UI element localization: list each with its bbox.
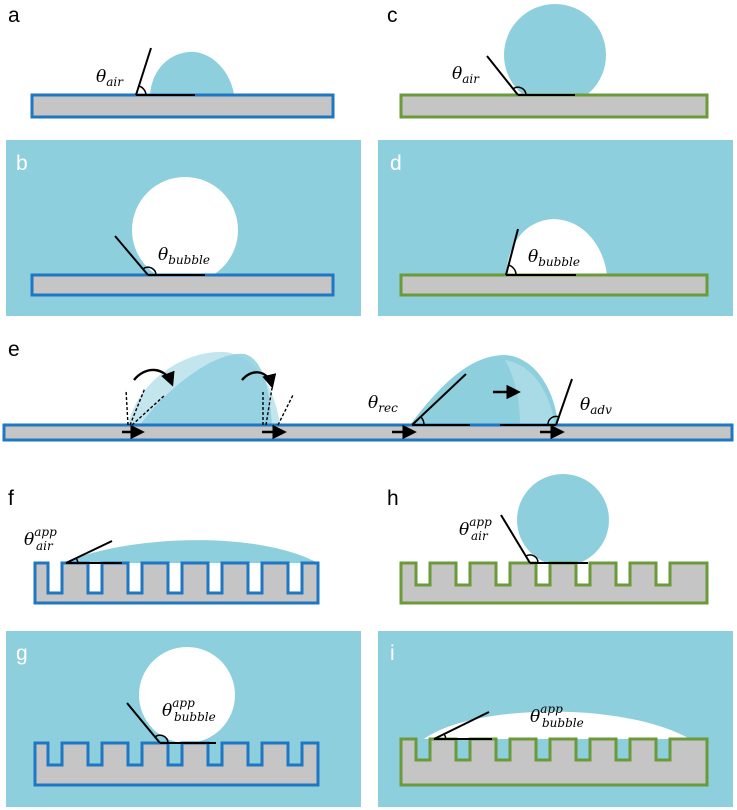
dashed-tangent [131, 394, 166, 426]
tangent-line [114, 235, 149, 276]
theta-symbol: θ [459, 520, 469, 540]
theta-symbol: θ [162, 701, 172, 721]
theta-subscript: air [36, 539, 54, 553]
hydrophilic-substrate [2, 423, 734, 442]
dashed-tangent [129, 387, 146, 426]
theta-air-label: θair [452, 64, 480, 86]
panel-letter-b: b [16, 152, 28, 175]
theta-superscript: app [172, 696, 195, 710]
theta-subscript: air [462, 72, 480, 86]
theta-air-label: θair [96, 67, 124, 89]
angle-arc [507, 264, 517, 276]
panel-letter-h: h [387, 487, 399, 510]
air-bubble [506, 219, 607, 275]
rec-tangent [411, 373, 467, 426]
water-droplet [504, 4, 606, 106]
panel-letter-e: e [8, 338, 20, 361]
tangent-line [65, 540, 113, 564]
angle-arc [138, 85, 147, 96]
theta-symbol: θ [452, 64, 462, 84]
water-droplet [150, 51, 234, 95]
theta-subscript: bubble [168, 253, 210, 267]
angle-arc [443, 733, 447, 740]
theta-symbol: θ [580, 395, 590, 415]
hydrophilic-substrate [30, 273, 335, 297]
panel-d: d θbubble [378, 140, 733, 316]
theta-subscript: air [471, 529, 489, 543]
theta-symbol: θ [96, 67, 106, 87]
dashed-tangent [125, 389, 129, 426]
angle-arc [525, 554, 539, 564]
theta-adv-label: θadv [580, 395, 612, 417]
textured-hydrophobic-substrate [399, 561, 709, 605]
adv-angle-arc [547, 415, 560, 426]
angle-arc [154, 734, 169, 744]
spreading-droplet [62, 540, 318, 563]
theta-subscript: bubble [542, 716, 584, 730]
tangent-line [505, 228, 519, 276]
theta-symbol: θ [24, 530, 34, 550]
air-bubble [132, 177, 238, 283]
panel-a: a θair [8, 4, 335, 119]
tangent-line [126, 702, 161, 744]
panel-c: c θair [387, 4, 709, 119]
theta-superscript: app [469, 515, 492, 529]
panel-letter-g: g [16, 642, 28, 665]
curved-arrow [241, 371, 277, 389]
theta-subscript: bubble [174, 710, 216, 724]
panel-letter-d: d [390, 152, 402, 175]
panel-letter-f: f [8, 487, 14, 510]
theta-subscript: air [106, 75, 124, 89]
panel-letter-i: i [390, 642, 395, 665]
theta-subscript: rec [378, 401, 398, 415]
panel-letter-a: a [8, 4, 20, 27]
tangent-line [135, 47, 152, 96]
theta-symbol: θ [528, 247, 538, 267]
theta-superscript: app [34, 525, 57, 539]
rec-angle-arc [420, 416, 425, 426]
dashed-tangent [277, 394, 294, 426]
angle-arc [75, 557, 79, 564]
hydrophobic-substrate [399, 93, 709, 119]
spreading-air-bubble [424, 711, 690, 739]
tangent-line [500, 514, 531, 564]
tangent-line [433, 711, 490, 740]
textured-hydrophilic-substrate [33, 561, 320, 605]
theta-bubble-label: θbubble [528, 247, 580, 269]
theta-symbol: θ [158, 245, 168, 265]
adv-tangent [555, 378, 573, 426]
angle-arc [142, 266, 157, 276]
theta-superscript: app [540, 702, 563, 716]
theta-subscript: bubble [538, 255, 580, 269]
theta-rec-label: θrec [368, 393, 398, 415]
theta-bubble-label: θbubble [158, 245, 210, 267]
theta-symbol: θ [368, 393, 378, 413]
hydrophilic-substrate [30, 93, 335, 119]
angle-arc [512, 86, 527, 96]
theta-symbol: θ [530, 707, 540, 727]
droplet-advancing-front [505, 360, 555, 425]
dashed-tangent [265, 387, 273, 426]
panel-b: b θbubble [6, 140, 361, 316]
water-droplet [517, 474, 609, 566]
theta-subscript: adv [590, 403, 612, 417]
textured-hydrophobic-substrate [399, 737, 709, 787]
panel-e: e θrec θadv [2, 338, 734, 442]
hydrophobic-substrate [399, 273, 709, 297]
droplet-frame-2 [140, 353, 272, 425]
curved-arrow [133, 368, 175, 387]
air-bubble [139, 647, 235, 743]
panel-letter-c: c [387, 4, 398, 27]
